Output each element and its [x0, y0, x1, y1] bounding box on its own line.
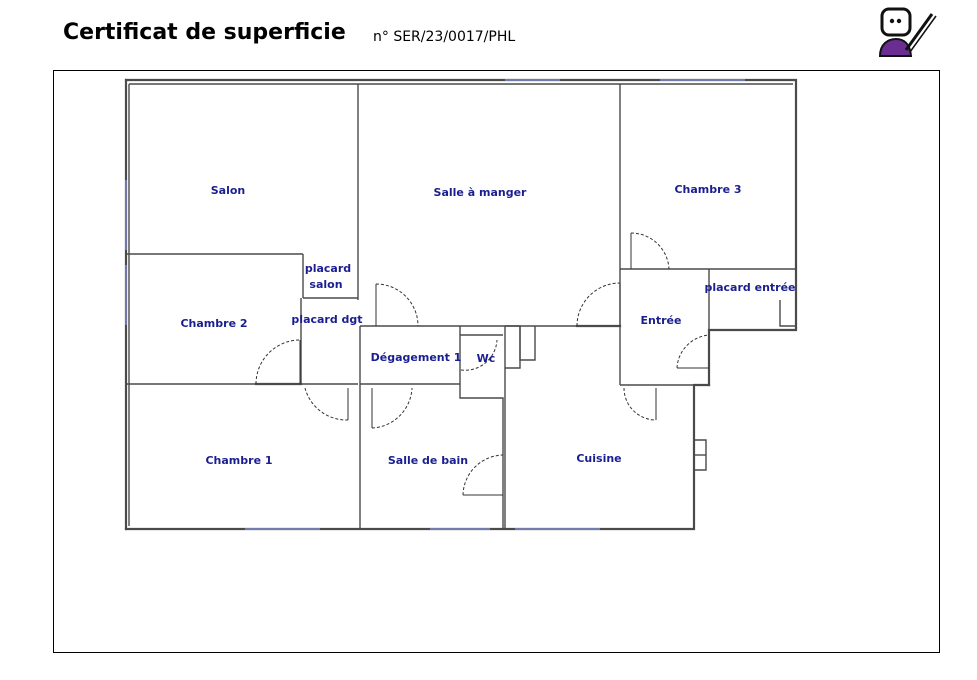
room-label-chambre-1: Chambre 1	[205, 454, 272, 467]
room-label-degagement-1: Dégagement 1	[371, 351, 462, 364]
page-title: Certificat de superficie	[63, 20, 346, 45]
room-label-chambre-2: Chambre 2	[180, 317, 247, 330]
windows	[125, 79, 745, 530]
floor-plan-frame	[53, 70, 940, 653]
room-label-salon: Salon	[211, 184, 246, 197]
room-label-placard-salon-line1: placard	[305, 262, 351, 275]
surveyor-character-icon	[878, 7, 937, 57]
certificate-reference: n° SER/23/0017/PHL	[373, 29, 516, 45]
room-label-wc: Wc	[477, 352, 496, 365]
room-label-placard-entree: placard entrée	[704, 281, 795, 294]
room-label-placard-dgt: placard dgt	[291, 313, 362, 326]
room-label-salle-de-bain: Salle de bain	[388, 454, 468, 467]
room-label-entree: Entrée	[641, 314, 682, 327]
room-label-chambre-3: Chambre 3	[674, 183, 741, 196]
exterior-walls	[124, 78, 798, 531]
room-label-salle-a-manger: Salle à manger	[434, 186, 527, 199]
room-label-placard-salon-line2: salon	[309, 278, 342, 291]
room-label-cuisine: Cuisine	[576, 452, 621, 465]
doors	[255, 232, 710, 496]
room-labels: Salon Salle à manger Chambre 3 placard s…	[180, 183, 795, 467]
